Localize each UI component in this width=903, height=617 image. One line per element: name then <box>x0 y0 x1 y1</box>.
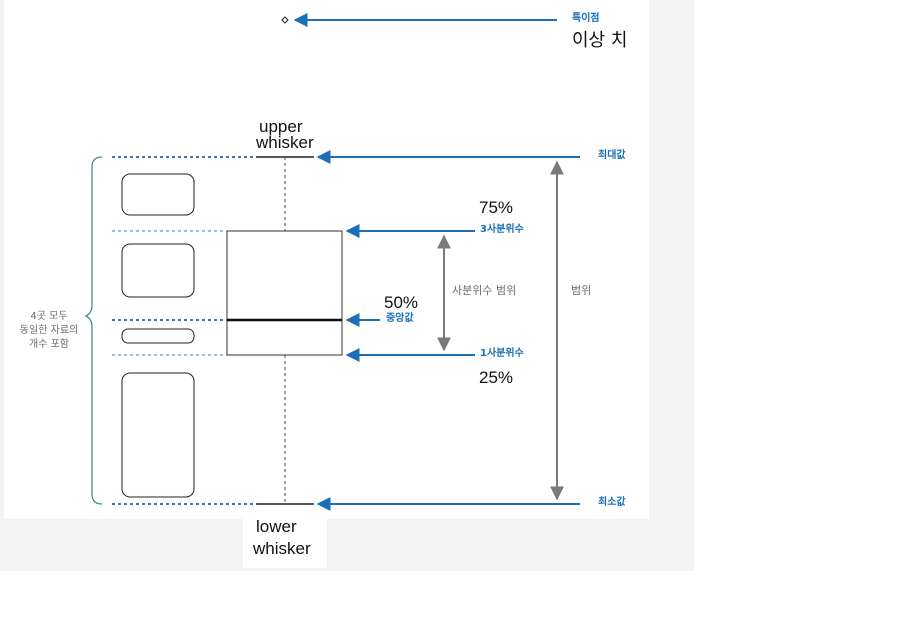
left-note-line-1: 4곳 모두 <box>30 311 68 322</box>
lower-whisker-label-line2: whisker <box>253 539 311 558</box>
range-label: 범위 <box>571 284 592 297</box>
max-label: 최대값 <box>598 150 626 161</box>
q1-label: 1사분위수 <box>480 348 524 359</box>
outlier-point <box>281 16 289 24</box>
lower-whisker-label-background <box>243 519 327 568</box>
q1-percent: 25% <box>479 368 514 387</box>
left-note-line-3: 개수 포함 <box>29 339 69 350</box>
lower-whisker-label-line1: lower <box>256 517 297 536</box>
min-label: 최소값 <box>598 497 626 508</box>
group-box-3 <box>121 328 195 344</box>
group-box-4 <box>121 372 195 498</box>
q3-percent: 75% <box>479 198 514 217</box>
outlier-title: 이상 치 <box>572 30 628 51</box>
upper-whisker-label-line1: upper <box>259 117 303 136</box>
left-note-line-2: 동일한 자료의 <box>19 325 79 336</box>
iqr-box <box>226 230 343 356</box>
q3-label: 3사분위수 <box>480 224 524 235</box>
group-box-2 <box>121 243 195 298</box>
group-box-1 <box>121 173 195 216</box>
upper-whisker-label-line2: whisker <box>256 133 314 152</box>
median-percent: 50% <box>384 293 419 312</box>
median-label: 중앙값 <box>386 313 414 324</box>
left-bracket <box>84 156 103 505</box>
outlier-label: 특이점 <box>572 13 600 24</box>
iqr-label: 사분위수 범위 <box>452 284 517 297</box>
left-bracket-note: 4곳 모두 동일한 자료의 개수 포함 <box>6 310 92 352</box>
